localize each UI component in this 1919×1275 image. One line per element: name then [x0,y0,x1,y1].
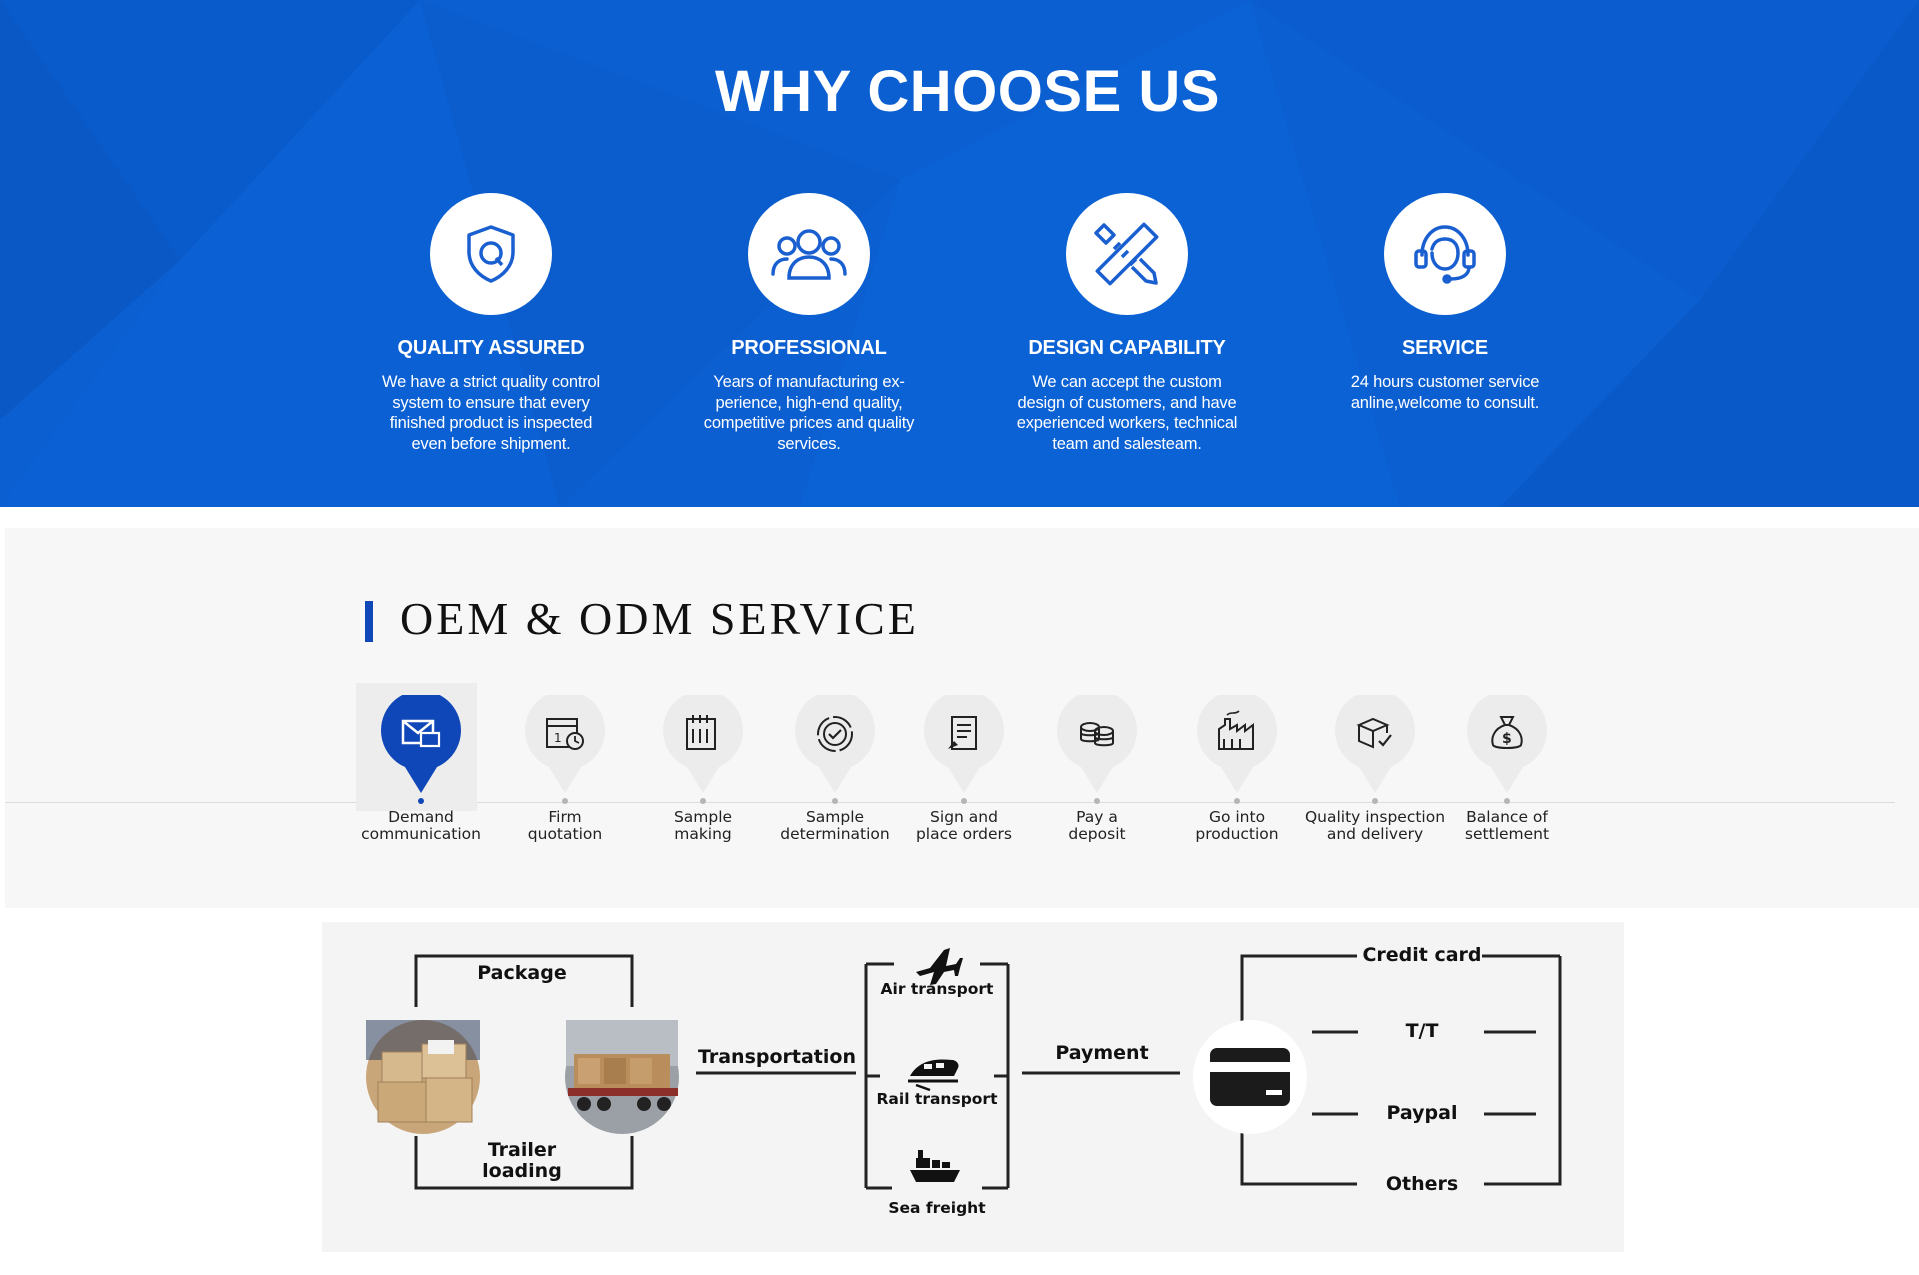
coins-icon [1057,695,1137,795]
why-choose-us-section: WHY CHOOSE US QUALITY ASSURED We have a … [0,0,1919,507]
sea-freight-label: Sea freight [888,1199,986,1217]
headset-support-icon [1384,193,1506,315]
factory-icon [1197,695,1277,795]
payment-method-paypal: Paypal [1386,1102,1458,1124]
feature-professional: PROFESSIONAL Years of manufacturing ex- … [659,193,959,454]
ruler-pencil-icon [1066,193,1188,315]
rail-transport-label: Rail transport [876,1090,998,1108]
polygon-background [0,0,1919,507]
credit-card-icon [1193,1020,1307,1134]
feature-title: SERVICE [1401,337,1489,359]
payment-method-tt: T/T [1405,1020,1439,1042]
feature-description: 24 hours customer service anline,welcome… [1350,373,1540,412]
air-transport-label: Air transport [880,980,994,998]
package-photo [366,1020,480,1134]
step-dot [961,798,967,804]
svg-text:1: 1 [554,731,562,745]
feature-service: SERVICE 24 hours customer service anline… [1295,193,1595,413]
envelope-icon [381,695,461,795]
payment-method-credit-card: Credit card [1362,944,1482,966]
ship-icon [910,1150,960,1182]
package-icon [1335,695,1415,795]
calendar-clock-icon: 1 [525,695,605,795]
package-label: Package [477,962,567,984]
transportation-label: Transportation [697,1046,856,1068]
section-title: WHY CHOOSE US [715,59,1220,124]
payment-method-others: Others [1385,1173,1459,1195]
payment-label: Payment [1055,1042,1149,1064]
contract-icon [924,695,1004,795]
step-dot [562,798,568,804]
step-dot [1234,798,1240,804]
feature-title: QUALITY ASSURED [397,337,585,359]
feature-description: Years of manufacturing ex- perience, hig… [703,373,915,453]
step-dot [1504,798,1510,804]
step-dot [418,798,424,804]
step-dot [1372,798,1378,804]
feature-description: We can accept the custom design of custo… [1016,373,1238,453]
money-bag-icon: $ [1467,695,1547,795]
feature-description: We have a strict quality control system … [382,373,600,453]
feature-design-capability: DESIGN CAPABILITY We can accept the cust… [977,193,1277,454]
timeline-line [5,802,1895,803]
section-title: OEM & ODM SERVICE [400,593,919,644]
quality-shield-icon [430,193,552,315]
title-accent-bar [365,601,373,642]
notebook-icon [663,695,743,795]
flow-connectors [366,948,1562,1190]
trailer-loading-photo [565,1020,679,1134]
feature-quality-assured: QUALITY ASSURED We have a strict quality… [341,193,641,454]
feature-title: PROFESSIONAL [731,337,887,359]
svg-text:$: $ [1502,731,1512,747]
step-dot [832,798,838,804]
step-dot [1094,798,1100,804]
airplane-icon [916,948,963,985]
people-icon [748,193,870,315]
check-circle-icon [795,695,875,795]
step-dot [700,798,706,804]
feature-title: DESIGN CAPABILITY [1028,337,1226,359]
train-icon [908,1059,959,1092]
